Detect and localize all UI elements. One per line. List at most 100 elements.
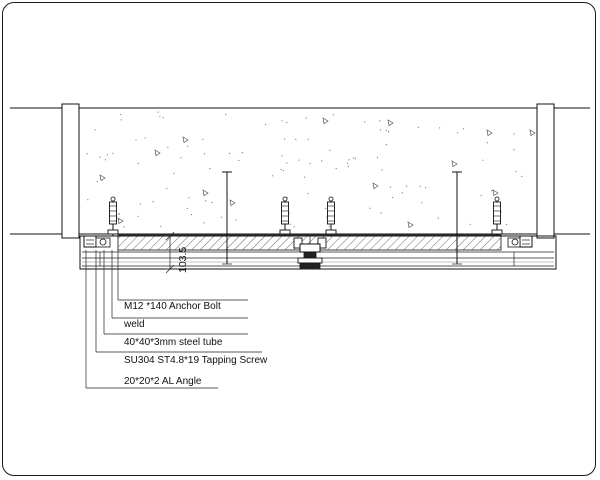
right-edge-bracket — [507, 235, 533, 248]
aggregate-dot — [381, 169, 383, 171]
aggregate-dot — [335, 167, 337, 170]
aggregate-mark — [492, 189, 499, 197]
aggregate-dot — [229, 152, 231, 155]
aggregate-dot — [235, 219, 237, 221]
aggregate-dot — [392, 196, 394, 199]
aggregate-dot — [307, 138, 309, 140]
center-joint-profile — [293, 236, 327, 269]
aggregate-dot — [135, 139, 137, 141]
aggregate-dot — [123, 226, 125, 228]
aggregate-dot — [332, 114, 335, 116]
anchor-bolt — [107, 196, 119, 236]
aggregate-dot — [388, 131, 390, 133]
aggregate-dot — [241, 152, 243, 154]
aggregate-dot — [205, 200, 207, 202]
aggregate-dot — [437, 217, 439, 219]
aggregate-dot — [348, 159, 350, 161]
aggregate-dot — [506, 223, 508, 226]
aggregate-dot — [225, 113, 227, 116]
aggregate-dot — [376, 156, 379, 158]
left-wall — [61, 103, 80, 239]
aggregate-mark — [154, 149, 161, 157]
aggregate-dot — [380, 212, 382, 214]
aggregate-mark — [99, 174, 106, 182]
aggregate-dot — [186, 207, 188, 209]
aggregate-mark — [451, 160, 458, 168]
aggregate-dot — [120, 119, 122, 121]
aggregate-dot — [419, 185, 421, 187]
aggregate-mark — [229, 199, 236, 207]
aggregate-mark — [117, 217, 124, 225]
aggregate-dot — [280, 168, 282, 171]
aggregate-dot — [204, 153, 206, 155]
aggregate-mark — [486, 129, 493, 137]
aggregate-dot — [491, 190, 493, 192]
aggregate-dot — [283, 138, 286, 140]
aggregate-mark — [529, 129, 536, 137]
aggregate-dot — [480, 195, 482, 197]
aggregate-dot — [112, 152, 114, 154]
aggregate-dot — [482, 159, 484, 161]
aggregate-dot — [379, 120, 381, 122]
aggregate-dot — [139, 203, 141, 205]
aggregate-dot — [389, 186, 391, 188]
aggregate-dot — [162, 117, 164, 119]
callout-al-angle: 20*20*2 AL Angle — [124, 376, 202, 387]
left-edge-bracket — [83, 235, 111, 248]
aggregate-dot — [286, 162, 288, 164]
aggregate-dot — [328, 226, 330, 228]
aggregate-dot — [379, 129, 382, 131]
concrete-slab — [10, 107, 590, 235]
aggregate-dot — [369, 207, 371, 209]
callout-weld: weld — [123, 319, 145, 330]
aggregate-dot — [347, 165, 349, 167]
aggregate-dot — [86, 153, 88, 155]
height-dimension: 103.5 — [164, 231, 189, 274]
callout-labels: M12 *140 Anchor Bolt weld 40*40*3mm stee… — [123, 301, 268, 387]
aggregate-dot — [288, 212, 290, 214]
aggregate-dot — [104, 159, 106, 161]
dimension-label: 103.5 — [177, 247, 189, 273]
aggregate-dot — [281, 155, 283, 157]
anchor-bolt — [279, 196, 291, 236]
aggregate-dot — [202, 138, 204, 141]
right-wall — [536, 103, 555, 239]
callout-anchor-bolt: M12 *140 Anchor Bolt — [124, 301, 221, 312]
anchor-bolts — [107, 196, 503, 236]
aggregate-dot — [286, 121, 288, 124]
aggregate-dot — [106, 154, 108, 156]
aggregate-dot — [120, 113, 122, 115]
aggregate-dot — [96, 181, 98, 183]
aggregate-dot — [211, 202, 213, 204]
aggregate-dot — [305, 117, 307, 119]
aggregate-mark — [372, 182, 379, 190]
aggregate-dot — [385, 129, 387, 131]
aggregate-dot — [353, 157, 355, 159]
aggregate-dot — [152, 201, 154, 203]
aggregate-dot — [173, 172, 175, 174]
aggregate-dot — [220, 216, 222, 218]
aggregate-dot — [264, 124, 267, 126]
aggregate-dot — [347, 162, 349, 164]
aggregate-dot — [118, 213, 120, 215]
aggregate-dot — [307, 192, 309, 195]
aggregate-dot — [281, 120, 283, 122]
aggregate-dot — [119, 218, 121, 220]
hanger-rod-right — [452, 171, 462, 265]
callout-tapping-screw: SU304 ST4.8*19 Tapping Screw — [124, 355, 268, 366]
aggregate-dot — [159, 115, 161, 117]
aggregate-dot — [515, 171, 517, 173]
aggregate-dot — [190, 214, 192, 216]
aggregate-dot — [188, 197, 190, 199]
aggregate-dot — [401, 192, 403, 194]
aggregate-dot — [304, 176, 306, 178]
aggregate-dot — [469, 223, 471, 225]
callout-leaders — [85, 250, 262, 389]
aggregate-dot — [354, 158, 356, 160]
aggregate-mark — [322, 117, 329, 125]
aggregate-dot — [209, 168, 211, 170]
aggregate-dot — [309, 162, 311, 165]
aggregate-dot — [160, 225, 162, 227]
aggregate-dot — [462, 128, 465, 130]
aggregate-dot — [295, 138, 297, 140]
